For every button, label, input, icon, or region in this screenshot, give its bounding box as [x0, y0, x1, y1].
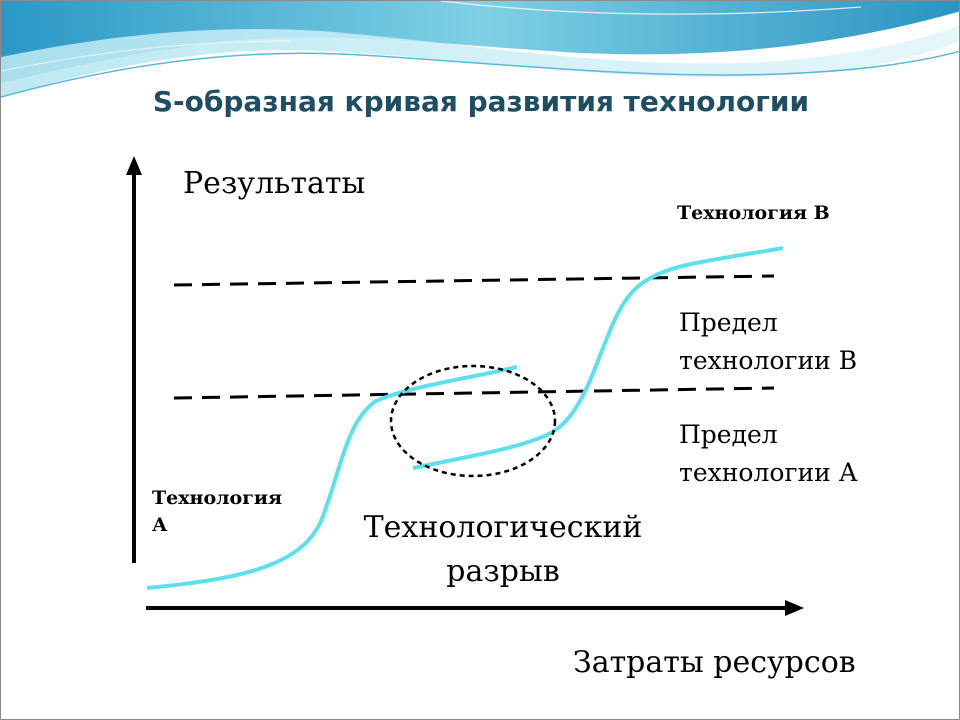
- slide-title: S-образная кривая развития технологии: [152, 85, 810, 118]
- limit-line-technology-b: [173, 274, 775, 287]
- technology-gap-line1: Технологический: [363, 510, 643, 545]
- technology-a-line1: Технология: [152, 487, 282, 509]
- technology-a-label: Технология А: [152, 485, 282, 539]
- x-axis-arrowhead: [785, 600, 804, 616]
- limit-technology-b-line2: технологии В: [679, 346, 858, 375]
- technology-gap-ellipse: [389, 364, 557, 478]
- limit-technology-b-line1: Предел: [679, 308, 778, 337]
- limit-line-technology-a: [173, 386, 775, 400]
- limit-technology-a-line2: технологии А: [679, 458, 858, 487]
- y-axis-arrowhead: [126, 156, 142, 175]
- technology-gap-line2: разрыв: [446, 554, 560, 589]
- technology-gap-label: Технологический разрыв: [353, 506, 653, 594]
- s-curve-technology-b: [412, 246, 784, 470]
- limit-technology-a-line1: Предел: [679, 420, 778, 449]
- decorative-wave-header: [1, 1, 959, 98]
- limit-technology-a-label: Предел технологии А: [679, 416, 858, 492]
- y-axis-label: Результаты: [183, 166, 366, 201]
- limit-technology-b-label: Предел технологии В: [679, 304, 857, 380]
- s-curve-technology-a: [146, 365, 518, 590]
- technology-a-line2: А: [152, 514, 168, 536]
- technology-b-label: Технология В: [677, 202, 830, 224]
- x-axis-label: Затраты ресурсов: [573, 645, 856, 680]
